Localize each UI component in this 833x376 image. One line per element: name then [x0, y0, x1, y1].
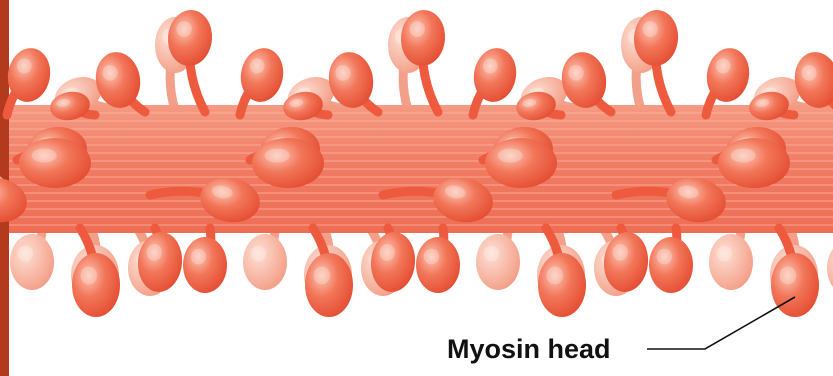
head-highlight — [80, 266, 97, 284]
myosin-head-bulb — [252, 138, 324, 188]
head-highlight — [731, 149, 756, 163]
myosin-head — [416, 228, 460, 293]
myosin-head — [470, 45, 521, 115]
label-leader-line — [647, 297, 795, 349]
head-highlight — [251, 246, 266, 262]
myosin-head — [485, 138, 557, 188]
myosin-head-bulb — [827, 240, 833, 296]
head-highlight — [191, 249, 206, 265]
myosin-head — [718, 138, 790, 188]
myosin-head — [4, 45, 55, 115]
head-highlight — [18, 246, 33, 262]
myosin-head-bulb — [416, 237, 460, 293]
head-highlight — [546, 266, 563, 284]
head-highlight — [779, 266, 796, 284]
myosin-head-bulb — [718, 138, 790, 188]
myosin-head — [237, 45, 288, 115]
myosin-head — [252, 138, 324, 188]
myosin-head-bulb — [19, 138, 91, 188]
myosin-head-bulb — [72, 253, 120, 317]
myosin-head-bulb — [183, 237, 227, 293]
head-highlight — [313, 266, 330, 284]
myosin-head — [649, 228, 693, 293]
myosin-head — [476, 225, 520, 290]
myosin-head — [709, 225, 753, 290]
myosin-head-bulb — [709, 234, 753, 290]
head-highlight — [32, 149, 57, 163]
head-highlight — [717, 246, 732, 262]
myosin-head-bulb — [485, 138, 557, 188]
myosin-head — [703, 45, 754, 115]
head-highlight — [498, 149, 523, 163]
myosin-head-bulb — [10, 234, 54, 290]
head-highlight — [484, 246, 499, 262]
head-highlight — [265, 149, 290, 163]
myosin-head — [183, 228, 227, 293]
myosin-head-bulb — [243, 234, 287, 290]
head-highlight — [657, 249, 672, 265]
myosin-head — [827, 225, 833, 296]
head-highlight — [424, 249, 439, 265]
myosin-head-bulb — [649, 237, 693, 293]
myosin-head-bulb — [538, 253, 586, 317]
myosin-head-bulb — [305, 253, 353, 317]
myosin-head-bulb — [476, 234, 520, 290]
myosin-head-label: Myosin head — [447, 336, 611, 363]
myosin-head — [243, 225, 287, 290]
myosin-head — [19, 138, 91, 188]
myosin-head — [10, 225, 54, 290]
